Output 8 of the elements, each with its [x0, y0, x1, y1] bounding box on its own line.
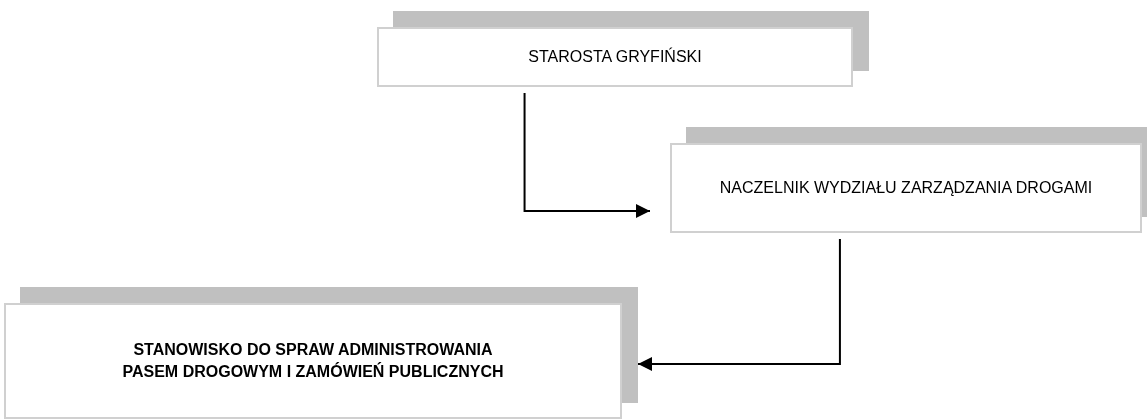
org-box [4, 303, 622, 419]
org-box [670, 143, 1142, 233]
box-label: STAROSTA GRYFIŃSKI [528, 46, 702, 68]
arrow [637, 238, 841, 371]
box-label: STANOWISKO DO SPRAW ADMINISTROWANIA PASEM DROGOWYM I ZAMÓWIEŃ PUBLICZNYCH [121, 340, 505, 382]
org-box [377, 27, 853, 87]
arrow [523, 92, 651, 218]
box-label: NACZELNIK WYDZIAŁU ZARZĄDZANIA DROGAMI [719, 178, 1093, 199]
